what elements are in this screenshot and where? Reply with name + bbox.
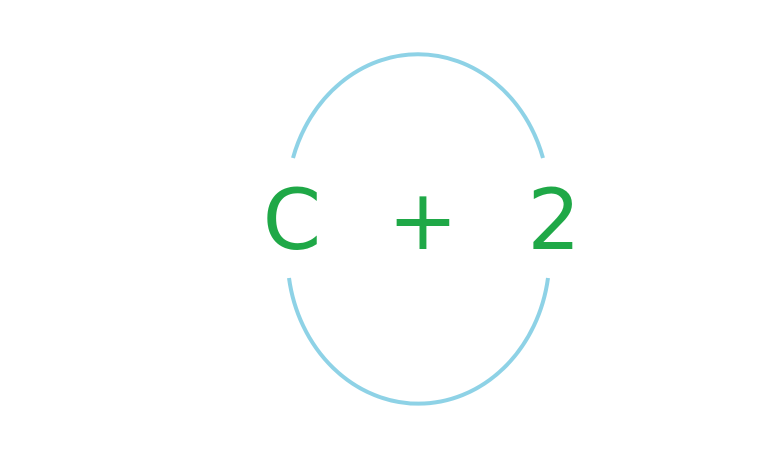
ring-upper-arc — [291, 52, 545, 159]
term-c: C — [262, 171, 322, 269]
ring-lower-arc — [287, 277, 550, 406]
plus-operator: + — [387, 171, 459, 269]
term-2: 2 — [527, 171, 581, 269]
